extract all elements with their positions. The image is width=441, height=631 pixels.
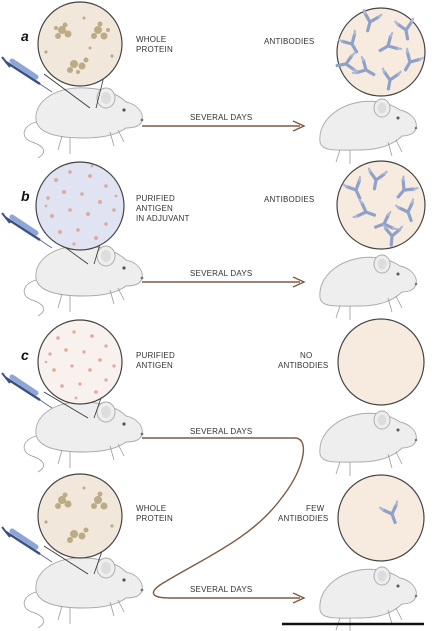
panel-c-first: c PURIFIED ANTIGEN NO ANTIBODIES SEVERAL… — [2, 318, 425, 477]
injected-mouse-c1 — [23, 401, 144, 473]
arrow-label-c1: SEVERAL DAYS — [190, 427, 252, 436]
result-mouse-b — [319, 254, 418, 321]
no-antibody-circle-c1 — [337, 318, 425, 406]
panel-letter-c: c — [21, 347, 29, 363]
panel-b: b PURIFIED ANTIGEN IN ADJUVANT ANTIBODIE… — [2, 160, 426, 321]
injected-mouse-b — [23, 245, 144, 317]
injected-mouse-c2 — [23, 557, 144, 629]
protein-clusters-a — [44, 16, 114, 74]
arrow-label-b: SEVERAL DAYS — [190, 269, 252, 278]
panel-letter-b: b — [21, 188, 30, 204]
zoom-line-a — [43, 73, 91, 109]
arrowhead-a — [292, 120, 306, 132]
left-label-c2: WHOLE PROTEIN — [136, 504, 173, 523]
panel-a: a WHOLE PROTEIN ANTIBODIES SEVERAL DAYS — [2, 1, 426, 165]
arrow-label-a: SEVERAL DAYS — [190, 113, 252, 122]
antigen-dots-b — [44, 164, 118, 246]
left-label-a: WHOLE PROTEIN — [136, 35, 173, 54]
adjuvant-antigen-circle-b — [35, 161, 125, 251]
result-mouse-c2 — [319, 566, 418, 631]
arrowhead-b — [292, 276, 306, 288]
right-label-c2: FEW ANTIBODIES — [278, 504, 328, 523]
result-mouse-a — [319, 98, 418, 165]
panel-letter-a: a — [21, 28, 29, 44]
right-label-c1: NO ANTIBODIES — [278, 351, 328, 370]
whole-protein-circle-a — [37, 1, 123, 87]
panel-c-second: WHOLE PROTEIN FEW ANTIBODIES SEVERAL DAY… — [2, 473, 425, 631]
injected-mouse-a — [23, 87, 144, 159]
boost-timeline-arrow — [142, 437, 305, 599]
result-mouse-c1 — [319, 410, 418, 477]
purified-antigen-circle-c1 — [37, 319, 123, 405]
antigen-dots-c1 — [44, 330, 116, 400]
arrow-label-c2: SEVERAL DAYS — [190, 585, 252, 594]
few-antibodies-circle-c2 — [337, 474, 425, 562]
antibody-circle-a — [336, 7, 426, 97]
right-label-a: ANTIBODIES — [264, 37, 314, 46]
whole-protein-circle-c2 — [37, 473, 123, 559]
arrowhead-c2 — [292, 592, 306, 604]
protein-clusters-c2 — [44, 486, 114, 543]
right-label-b: ANTIBODIES — [264, 195, 314, 204]
left-label-b: PURIFIED ANTIGEN IN ADJUVANT — [136, 194, 190, 223]
left-label-c1: PURIFIED ANTIGEN — [136, 351, 177, 370]
